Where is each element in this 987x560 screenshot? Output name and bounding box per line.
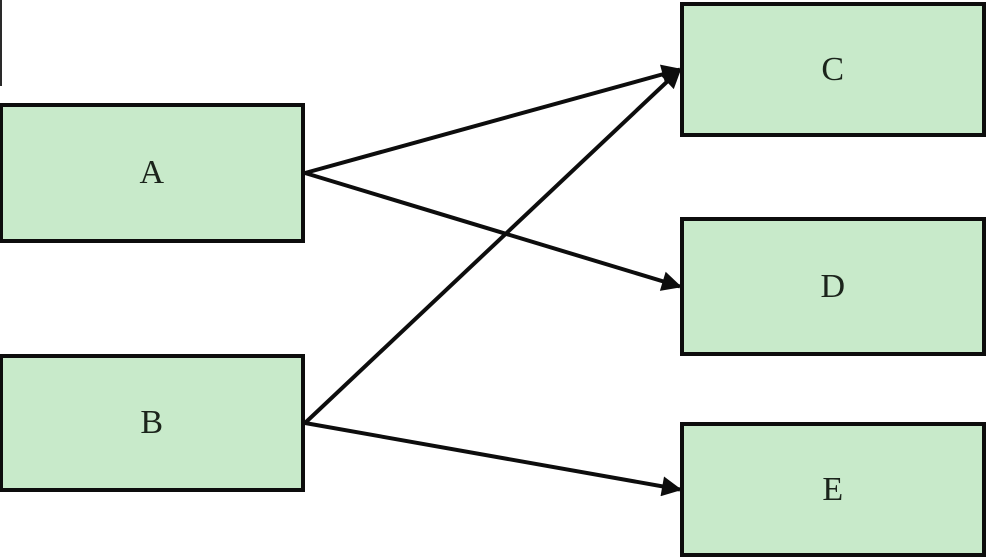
edge-A-D-arrow [304,171,682,291]
edge-A-C-arrow [304,64,682,175]
node-C: C [680,2,986,137]
node-B: B [0,354,305,492]
node-C-label: C [821,50,845,88]
node-E: E [680,422,986,557]
edge-B-C-arrow [303,68,682,425]
node-D-label: D [820,267,846,305]
node-A: A [0,103,305,243]
node-B-label: B [140,404,164,441]
edge-B-E-arrow [304,421,682,497]
node-A-label: A [139,154,165,191]
node-D: D [680,217,986,356]
screen-edge-artifact-line [0,0,2,86]
node-E-label: E [822,470,844,508]
